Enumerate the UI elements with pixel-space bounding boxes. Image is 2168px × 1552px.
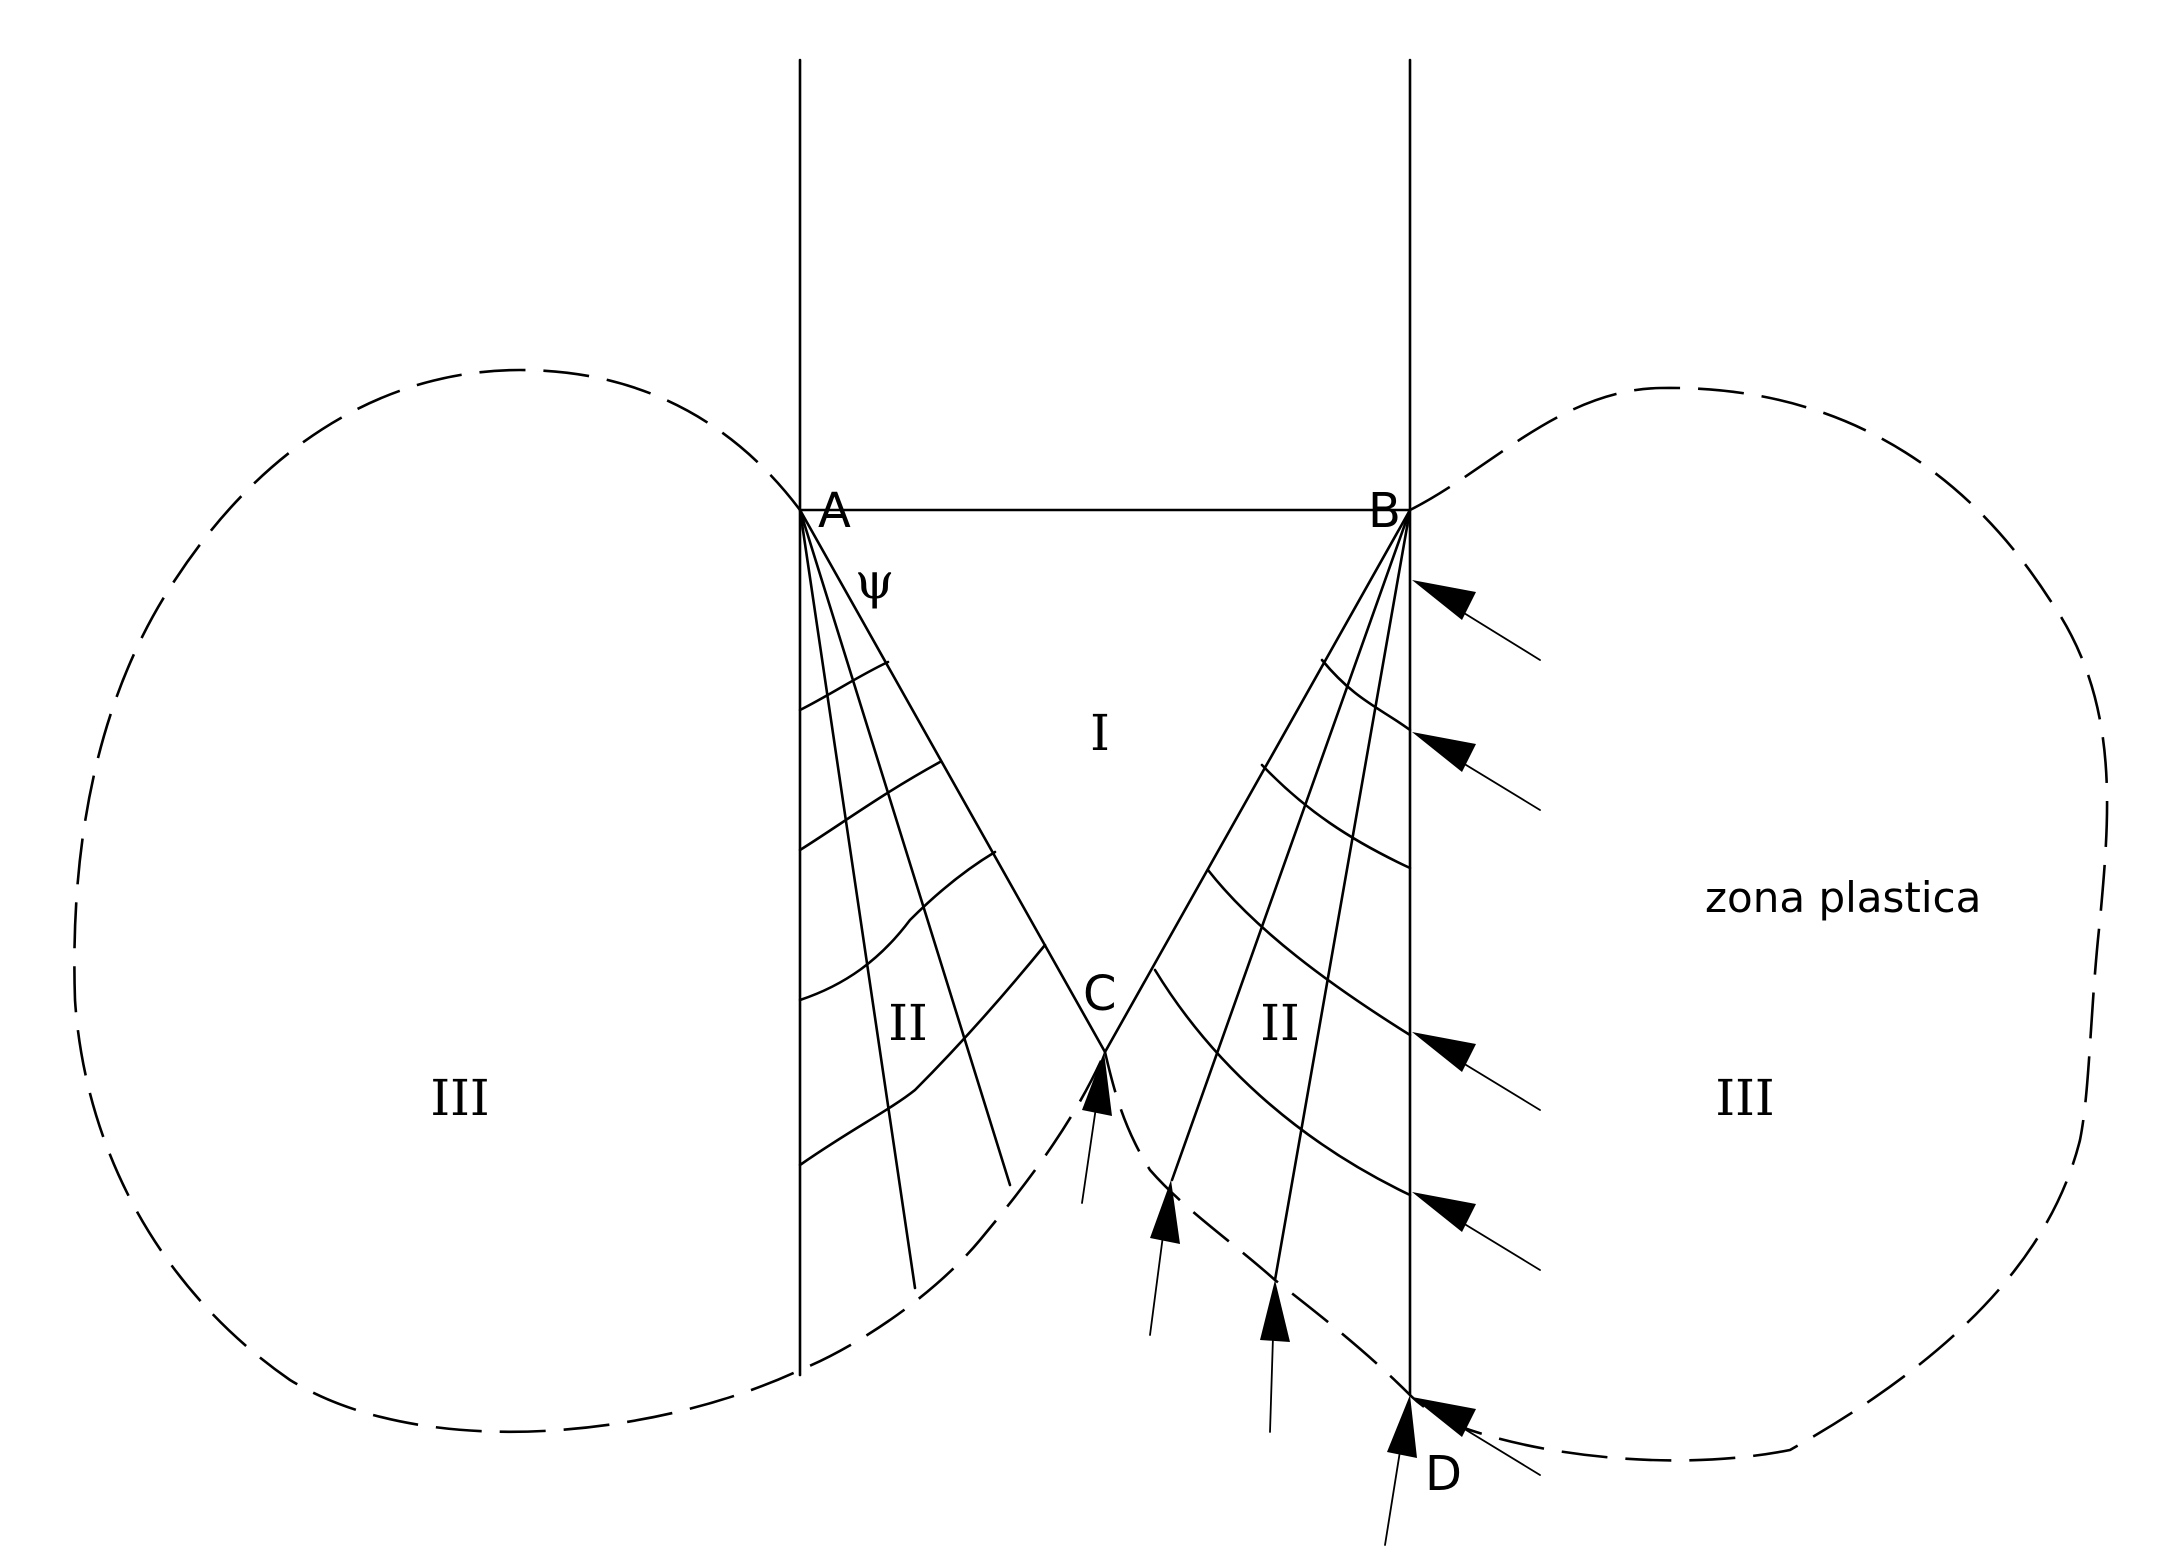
label-region-fan-right: II — [1260, 994, 1300, 1052]
label-region-outer-left: III — [430, 1069, 489, 1127]
label-plastic-zone: zona plastica — [1705, 873, 1981, 922]
label-point-b: B — [1368, 483, 1401, 539]
edge-bc — [1103, 508, 1412, 1054]
right-fan-arcs — [1153, 658, 1412, 1197]
edge-ac — [798, 508, 1107, 1054]
right-wall-arrows — [1412, 580, 1541, 1476]
right-plastic-boundary — [1103, 386, 2109, 1462]
left-fan-arcs — [798, 660, 1047, 1167]
label-region-outer-right: III — [1715, 1069, 1774, 1127]
left-fan-radials — [798, 508, 1012, 1290]
label-region-fan-left: II — [888, 994, 928, 1052]
bottom-arrows — [1081, 1052, 1417, 1546]
label-point-d: D — [1425, 1446, 1462, 1502]
left-plastic-boundary — [73, 368, 1107, 1434]
right-fan-radials — [1170, 508, 1412, 1282]
label-angle-psi: ψ — [855, 552, 894, 610]
label-point-c: C — [1083, 966, 1117, 1022]
label-region-rigid: I — [1090, 704, 1110, 762]
label-point-a: A — [818, 483, 851, 539]
